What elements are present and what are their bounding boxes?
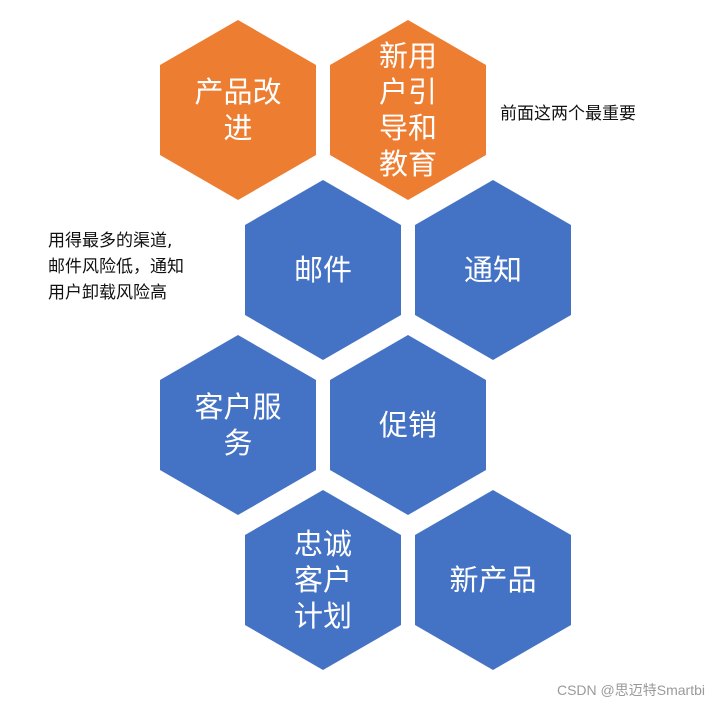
watermark: CSDN @思迈特Smartbi xyxy=(556,682,705,698)
hex-new-product: 新产品 xyxy=(415,490,571,670)
hex-promotion: 促销 xyxy=(330,335,486,515)
hex-email: 邮件 xyxy=(245,180,401,360)
hex-customer-service: 客户服 务 xyxy=(160,335,316,515)
top-annotation: 前面这两个最重要 xyxy=(500,104,636,124)
hex-new-user-onboarding: 新用 户引 导和 教育 xyxy=(330,20,486,200)
hex-notification: 通知 xyxy=(415,180,571,360)
email-annotation: 用得最多的渠道, 邮件风险低，通知 用户卸载风险高 xyxy=(48,231,184,303)
hex-product-improvement: 产品改 进 xyxy=(160,20,316,200)
hex-loyalty-program: 忠诚 客户 计划 xyxy=(245,490,401,670)
